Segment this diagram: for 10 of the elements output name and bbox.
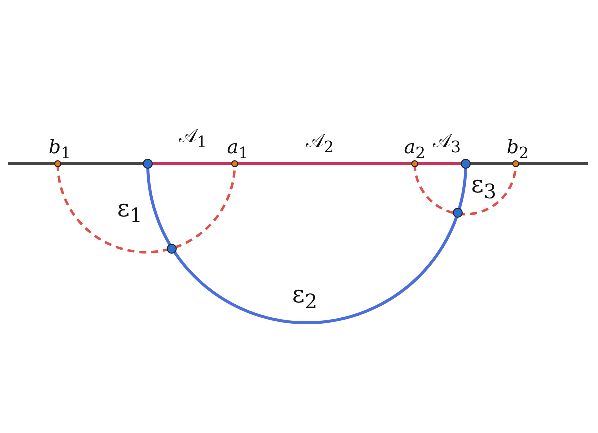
point-label: 𝒜$_{2}$	[306, 132, 334, 156]
point-label: 𝒜$_{1}$	[178, 128, 208, 150]
point-label: 𝒜$_{3}$	[432, 132, 462, 156]
point-label: a$_{2}$	[404, 138, 426, 162]
point-label: b$_{1}$	[48, 138, 72, 162]
point-label: ε$_{1}$	[117, 196, 143, 226]
point-label: b$_{2}$	[506, 138, 530, 162]
point-label: ε$_{2}$	[292, 282, 318, 312]
point-label: a$_{1}$	[227, 138, 249, 162]
point-label: ε$_{3}$	[471, 172, 497, 202]
